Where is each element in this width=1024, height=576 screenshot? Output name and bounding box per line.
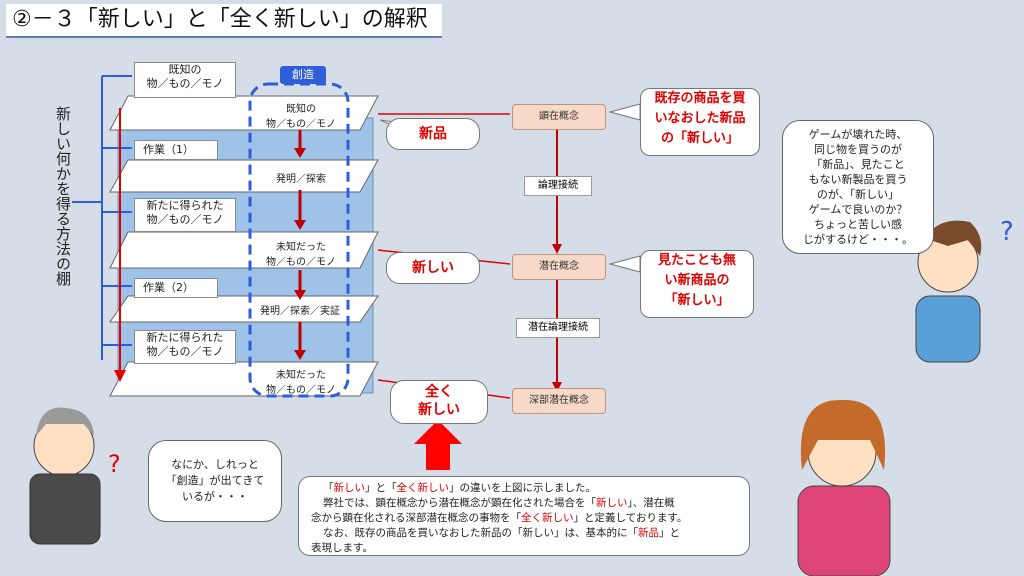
work1-label: 作業（1） [134,140,218,160]
page-title: ②－３「新しい」と「全く新しい」の解釈 [6,4,442,38]
svg-text:?: ? [108,450,121,478]
link-logical: 論理接続 [524,176,592,196]
callout-senzai: 見たことも無 い新商品の 「新しい」 [640,250,754,318]
tag-atarashii: 新しい [386,252,480,284]
explanation-note: 「新しい」と「全く新しい」の違いを上図に示しました。 弊社では、顕在概念から潜在… [298,476,750,556]
tag-shinpin: 新品 [386,118,480,150]
concept-senzai: 潜在概念 [512,254,606,280]
speech-bubble-left: なにか、しれっと 「創造」が出てきて いるが・・・ [148,440,282,522]
concept-deep: 深部潜在概念 [512,388,606,414]
layer3-label: 未知だった 物／もの／モノ [266,370,336,396]
new-obtained2-box: 新たに得られた 物／もの／モノ [134,330,236,364]
work2-label: 作業（2） [134,278,218,298]
tag-mattaku: 全く 新しい [390,380,488,424]
svg-text:?: ? [1000,217,1014,247]
man-figure [29,407,101,545]
step2-label: 発明／探索／実証 [260,306,340,317]
layer1-label: 既知の 物／もの／モノ [266,104,336,130]
step1-label: 発明／探索 [276,174,326,185]
link-latent-logical: 潜在論理接続 [516,318,600,338]
concept-kenzai: 顕在概念 [512,104,606,130]
speech-bubble-right: ゲームが壊れた時、 同じ物を買うのが 「新品」、見たこと もない新製品を買う の… [782,120,934,254]
woman-figure [797,399,891,576]
top-known-box: 既知の 物／もの／モノ [134,62,236,98]
layer2-label: 未知だった 物／もの／モノ [266,242,336,268]
callout-kenzai: 既存の商品を買 いなおした新品 の「新しい」 [640,88,760,156]
vertical-label: 新しい何かを得る方法の棚 [54,106,72,286]
create-tag: 創造 [280,66,326,84]
new-obtained1-box: 新たに得られた 物／もの／モノ [134,198,236,232]
